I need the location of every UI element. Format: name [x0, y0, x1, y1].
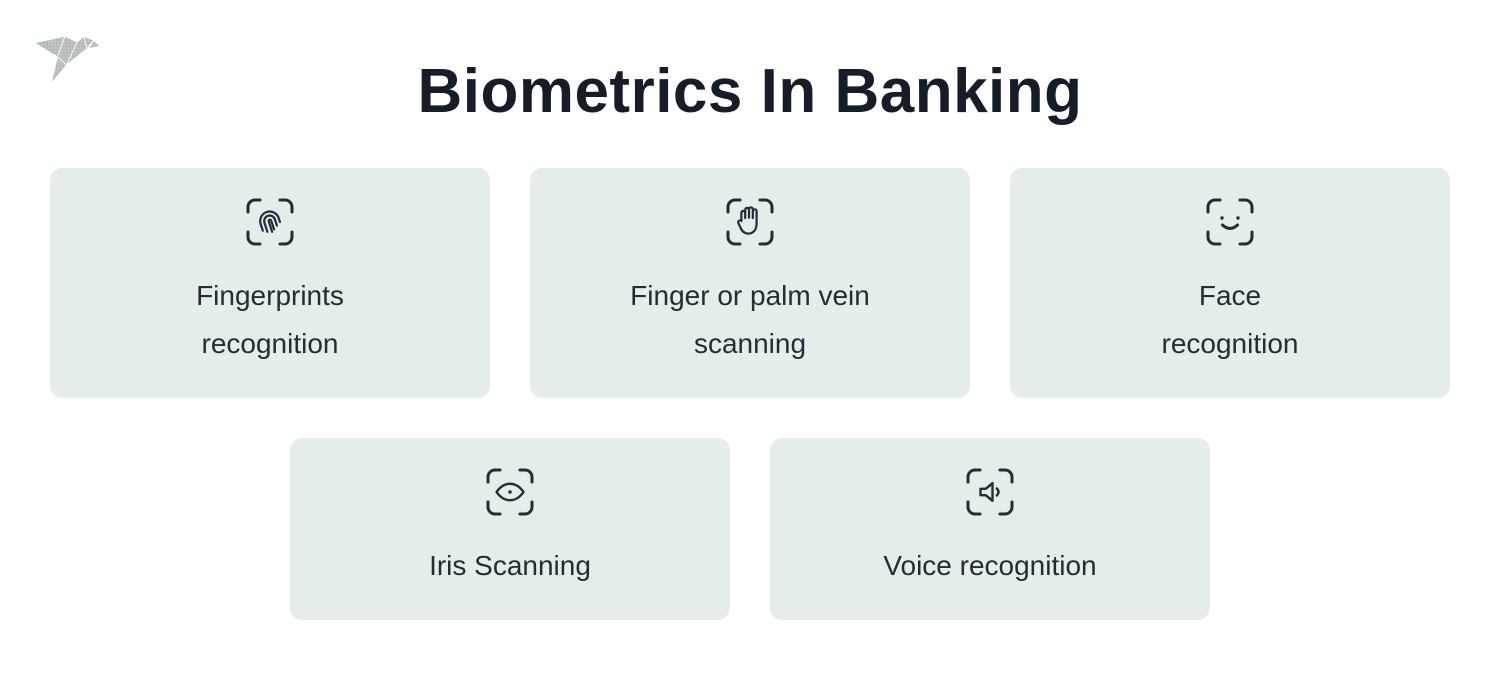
origami-bird-logo: [28, 24, 110, 88]
card-voice-recognition: Voice recognition: [770, 438, 1210, 621]
voice-scan-icon: [962, 464, 1018, 520]
card-label: Iris Scanning: [429, 550, 591, 582]
fingerprint-scan-icon: [242, 194, 298, 250]
card-face-recognition: Face recognition: [1010, 168, 1450, 399]
card-label: Face recognition: [1161, 280, 1299, 360]
palm-scan-icon: [722, 194, 778, 250]
card-palm-vein-scanning: Finger or palm vein scanning: [530, 168, 970, 399]
card-label: Voice recognition: [883, 550, 1097, 582]
card-iris-scanning: Iris Scanning: [290, 438, 730, 621]
card-label: Finger or palm vein scanning: [630, 280, 870, 360]
cards-row-1: Fingerprints recognition Finger or palm …: [0, 168, 1500, 399]
cards-area: Fingerprints recognition Finger or palm …: [0, 168, 1500, 621]
card-label: Fingerprints recognition: [196, 280, 344, 360]
card-fingerprints-recognition: Fingerprints recognition: [50, 168, 490, 399]
page-title: Biometrics In Banking: [417, 57, 1083, 126]
face-scan-icon: [1202, 194, 1258, 250]
iris-scan-icon: [482, 464, 538, 520]
cards-row-2: Iris Scanning Voice recognition: [0, 438, 1500, 621]
